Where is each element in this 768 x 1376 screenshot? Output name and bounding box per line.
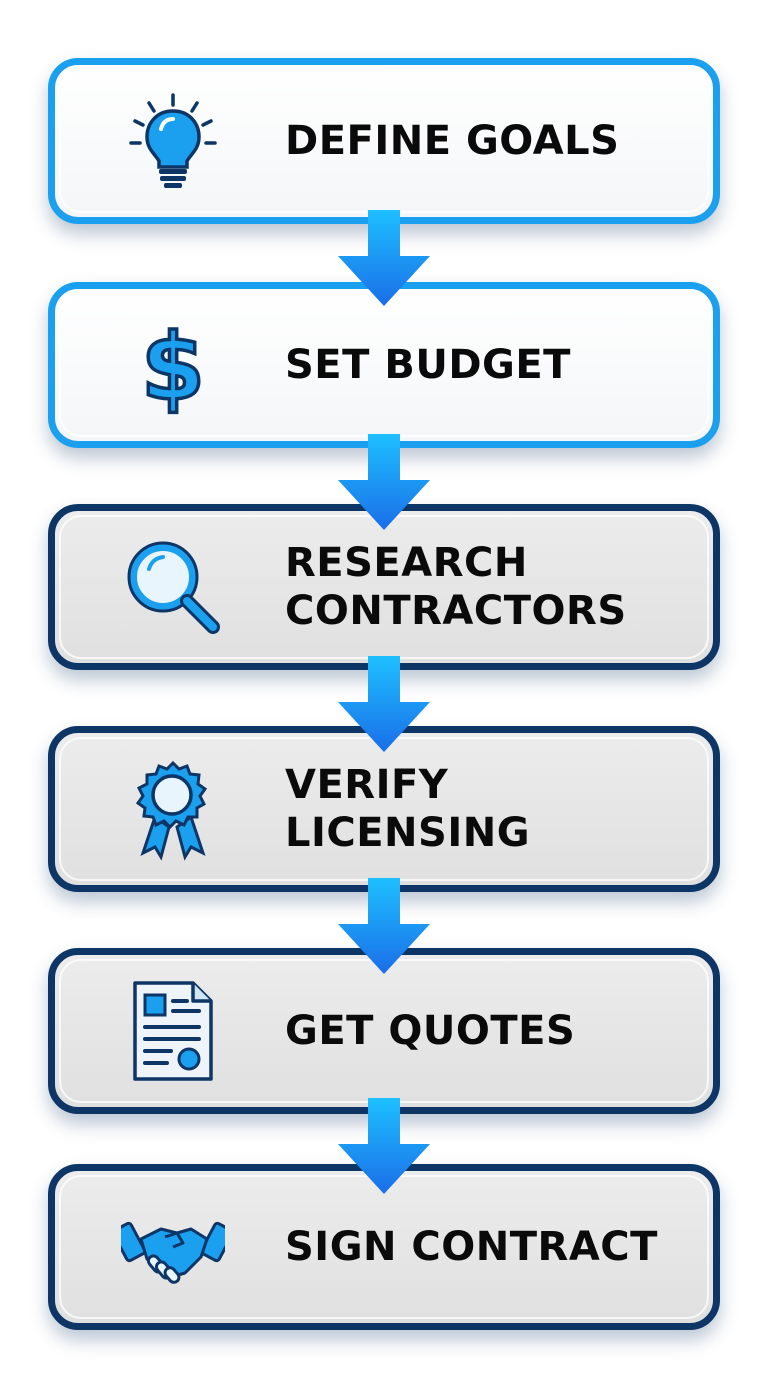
step-set-budget: $ SET BUDGET bbox=[48, 282, 720, 448]
award-ribbon-icon bbox=[121, 757, 225, 861]
down-arrow-icon bbox=[334, 1098, 434, 1196]
step-define-goals: DEFINE GOALS bbox=[48, 58, 720, 224]
dollar-sign-icon: $ bbox=[121, 313, 225, 417]
svg-text:$: $ bbox=[141, 314, 205, 417]
step-label: SIGN CONTRACT bbox=[285, 1224, 658, 1270]
down-arrow-icon bbox=[334, 656, 434, 754]
step-label: GET QUOTES bbox=[285, 1008, 576, 1054]
handshake-icon bbox=[121, 1195, 225, 1299]
step-label: DEFINE GOALS bbox=[285, 118, 620, 164]
step-label: VERIFY LICENSING bbox=[285, 762, 531, 856]
step-label: SET BUDGET bbox=[285, 342, 571, 388]
down-arrow-icon bbox=[334, 434, 434, 532]
lightbulb-icon bbox=[121, 89, 225, 193]
down-arrow-icon bbox=[334, 210, 434, 308]
document-icon bbox=[121, 979, 225, 1083]
down-arrow-icon bbox=[334, 878, 434, 976]
magnifying-glass-icon bbox=[121, 535, 225, 639]
step-label: RESEARCH CONTRACTORS bbox=[285, 540, 627, 634]
